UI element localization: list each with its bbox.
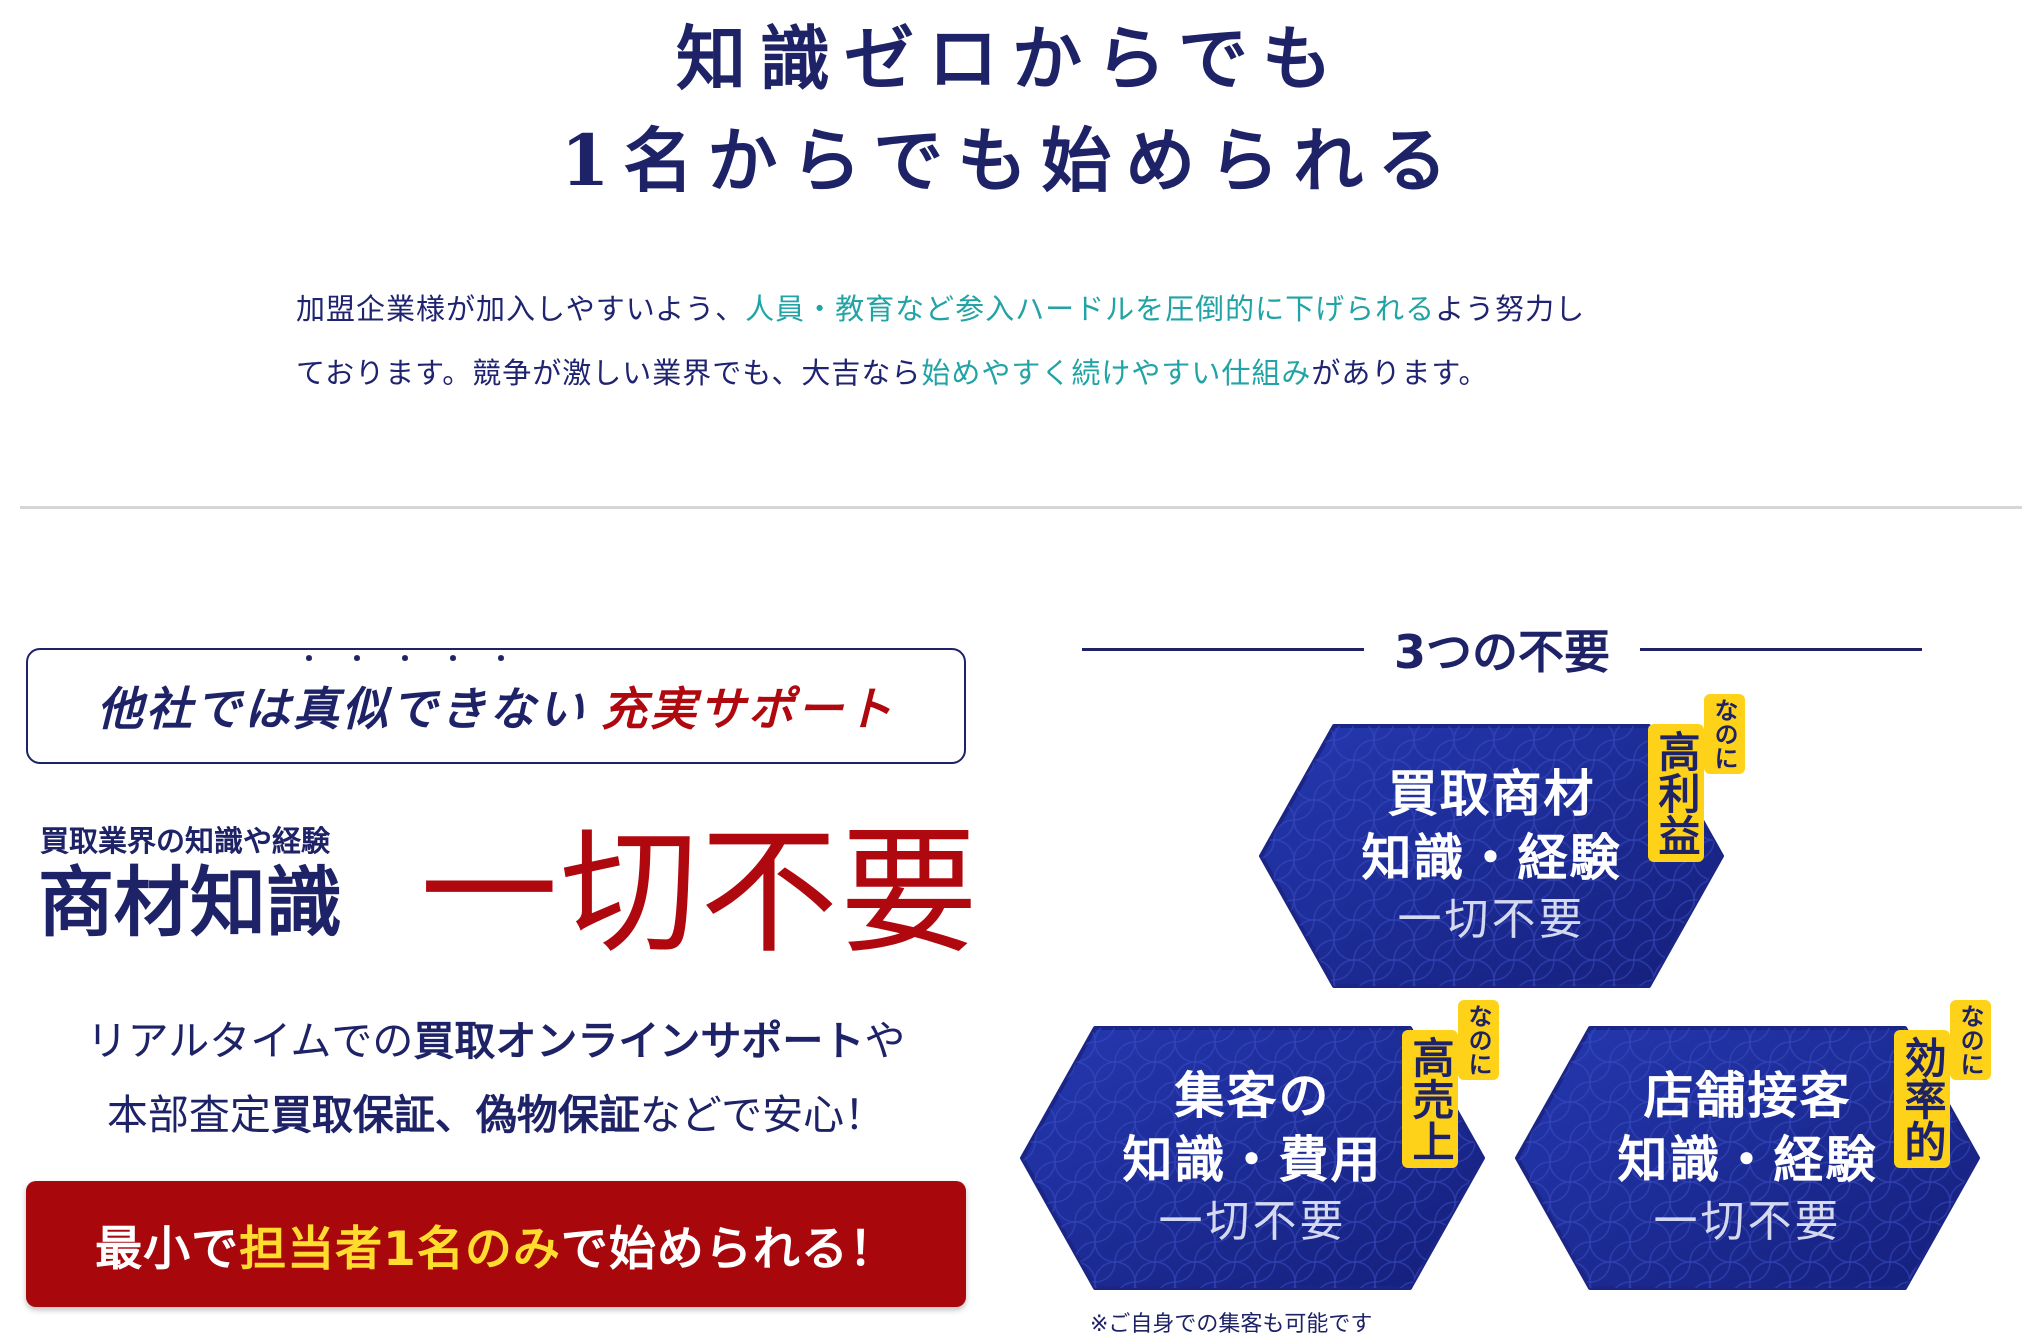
hex-shape <box>1259 724 1724 988</box>
support-description: リアルタイムでの買取オンラインサポートや 本部査定買取保証、偽物保証などで安心！ <box>26 1004 966 1152</box>
intro-text: があります。 <box>1311 356 1489 390</box>
hex-content: 集客の 知識・費用 一切不要 <box>1015 1022 1490 1294</box>
desc-bold: 買取保証 <box>270 1091 435 1139</box>
badge-nanoni: なのに <box>1704 694 1745 774</box>
hero-title-line1: 知識ゼロからでも <box>676 17 1346 100</box>
badge-nanoni: なのに <box>1458 1000 1499 1080</box>
hex-content: 店舗接客 知識・経験 一切不要 <box>1510 1022 1985 1294</box>
hex-card-customers: 集客の 知識・費用 一切不要 <box>1015 1022 1490 1294</box>
hex-subtitle: 知識・費用 <box>1122 1131 1383 1189</box>
support-banner: 他社では真似できない充実サポート <box>26 639 966 764</box>
footnote: ※ご自身での集客も可能です <box>1090 1312 1373 1337</box>
intro-highlight: 始めやすく続けやすい仕組み <box>921 356 1312 390</box>
support-description-line1: リアルタイムでの買取オンラインサポートや <box>26 1004 966 1078</box>
knowledge-subtitle: 買取業界の知識や経験 <box>40 824 331 858</box>
cta-text: で始められる！ <box>560 1221 897 1277</box>
badge-efficient: 効率的 <box>1894 1030 1950 1168</box>
knowledge-title: 商材知識 <box>38 858 342 947</box>
hero-title-line2: 1名からでも始められる <box>560 119 1462 202</box>
intro-line1: 加盟企業様が加入しやすいよう、人員・教育など参入ハードルを圧倒的に下げられるよう… <box>296 277 1796 341</box>
heading-text: 3つの不要 <box>1394 625 1611 679</box>
desc-bold: 、 <box>434 1091 476 1139</box>
three-unneeded-heading: 3つの不要 <box>1082 614 1923 684</box>
desc-bold: 偽物保証 <box>475 1091 640 1139</box>
cta-highlight: 担当者1名のみ <box>239 1221 561 1277</box>
badge-high-sales: 高売上 <box>1402 1030 1458 1168</box>
desc-text: 本部査定 <box>106 1091 271 1139</box>
hex-unneeded-label: 一切不要 <box>1158 1196 1347 1247</box>
section-divider <box>20 506 2022 509</box>
intro-line2: ております。競争が激しい業界でも、大吉なら始めやすく続けやすい仕組みがあります。 <box>296 341 1796 405</box>
hex-unneeded-label: 一切不要 <box>1397 894 1586 945</box>
hex-title: 買取商材 <box>1387 765 1596 823</box>
support-emphasis: 真似できない <box>293 639 587 739</box>
hex-unneeded-label: 一切不要 <box>1653 1196 1842 1247</box>
intro-paragraph: 加盟企業様が加入しやすいよう、人員・教育など参入ハードルを圧倒的に下げられるよう… <box>296 277 1796 405</box>
desc-text: や <box>864 1017 906 1065</box>
hex-title: 集客の <box>1174 1067 1331 1125</box>
heading-rule-right <box>1640 647 1923 651</box>
knowledge-unneeded: 一切不要 <box>420 812 981 973</box>
badge-high-profit: 高利益 <box>1648 724 1704 862</box>
support-description-line2: 本部査定買取保証、偽物保証などで安心！ <box>26 1078 966 1152</box>
hex-shape <box>1515 1026 1980 1290</box>
hex-card-store-service: 店舗接客 知識・経験 一切不要 <box>1510 1022 1985 1294</box>
hex-card-products: 買取商材 知識・経験 一切不要 <box>1254 720 1729 992</box>
intro-text: よう努力し <box>1435 292 1586 326</box>
desc-bold: 買取オンラインサポート <box>413 1017 865 1065</box>
hex-shape <box>1020 1026 1485 1290</box>
start-cta-button[interactable]: 最小で担当者1名のみで始められる！ <box>26 1181 966 1307</box>
hex-content: 買取商材 知識・経験 一切不要 <box>1254 720 1729 992</box>
hex-subtitle: 知識・経験 <box>1617 1131 1878 1189</box>
support-highlight: 充実サポート <box>601 682 895 736</box>
hex-title: 店舗接客 <box>1643 1067 1852 1125</box>
intro-text: 加盟企業様が加入しやすいよう、 <box>296 292 746 326</box>
hero-title: 知識ゼロからでも 1名からでも始められる <box>0 8 2022 212</box>
desc-text: などで安心！ <box>639 1091 886 1139</box>
intro-highlight: 人員・教育など参入ハードルを圧倒的に下げられる <box>745 292 1436 326</box>
cta-text: 最小で <box>95 1221 240 1277</box>
intro-text: ております。競争が激しい業界でも、大吉なら <box>296 356 922 390</box>
badge-nanoni: なのに <box>1950 1000 1991 1080</box>
heading-rule-left <box>1082 647 1364 651</box>
support-text: 他社では <box>97 682 293 736</box>
hex-subtitle: 知識・経験 <box>1361 829 1622 887</box>
desc-text: リアルタイムでの <box>86 1017 414 1065</box>
